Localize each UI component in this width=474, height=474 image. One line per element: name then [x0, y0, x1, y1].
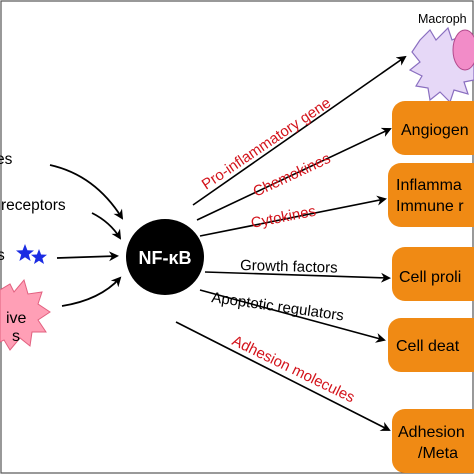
box-proliferation [392, 247, 474, 301]
box-adhesion-text-2: /Meta [418, 445, 458, 462]
burst-label-2: s [12, 328, 20, 345]
burst-label-1: ive [6, 310, 27, 327]
arrow-angiogenesis [196, 127, 392, 221]
label-apoptotic-regulators: Apoptotic regulators [210, 289, 344, 324]
arrow-macrophage [192, 55, 407, 206]
arrow-input-2 [91, 212, 122, 240]
burst-icon [0, 278, 51, 351]
arrow-adhesion [175, 321, 391, 431]
arrow-input-4 [61, 276, 122, 307]
input-label-3: s [0, 247, 5, 264]
arrow-input-1 [49, 164, 124, 220]
box-proliferation-text: Cell proli [399, 269, 461, 286]
macrophage-label: Macroph [418, 12, 467, 26]
arrow-input-3 [56, 251, 119, 262]
box-adhesion [392, 409, 474, 473]
box-angiogenesis-text: Angiogen [401, 122, 469, 139]
label-adhesion-molecules: Adhesion molecules [229, 332, 357, 406]
arrow-proliferation [204, 271, 391, 283]
outcome-boxes [388, 101, 474, 473]
nfkb-node [126, 219, 204, 295]
star-icon-pair [16, 244, 47, 264]
input-label-1: es [0, 151, 13, 168]
macrophage-icon [408, 26, 474, 104]
label-growth-factors: Growth factors [240, 257, 338, 277]
box-inflammation [388, 163, 474, 227]
box-inflammation-text-2: Immune r [396, 198, 464, 215]
box-inflammation-text-1: Inflamma [396, 177, 462, 194]
box-adhesion-text-1: Adhesion [398, 424, 465, 441]
box-angiogenesis [392, 101, 474, 155]
box-cell-death-text: Cell deat [396, 338, 460, 355]
label-cytokines: Cytokines [250, 203, 318, 232]
nfkb-label: NF-κB [138, 248, 191, 268]
incoming-arrows [49, 164, 124, 307]
box-cell-death [388, 318, 474, 372]
label-chemokines: Chemokines [251, 150, 334, 201]
input-label-receptors: receptors [1, 197, 66, 214]
outgoing-arrows [175, 55, 407, 431]
arrow-inflammation [199, 195, 387, 237]
arrow-cell-death [199, 289, 386, 343]
